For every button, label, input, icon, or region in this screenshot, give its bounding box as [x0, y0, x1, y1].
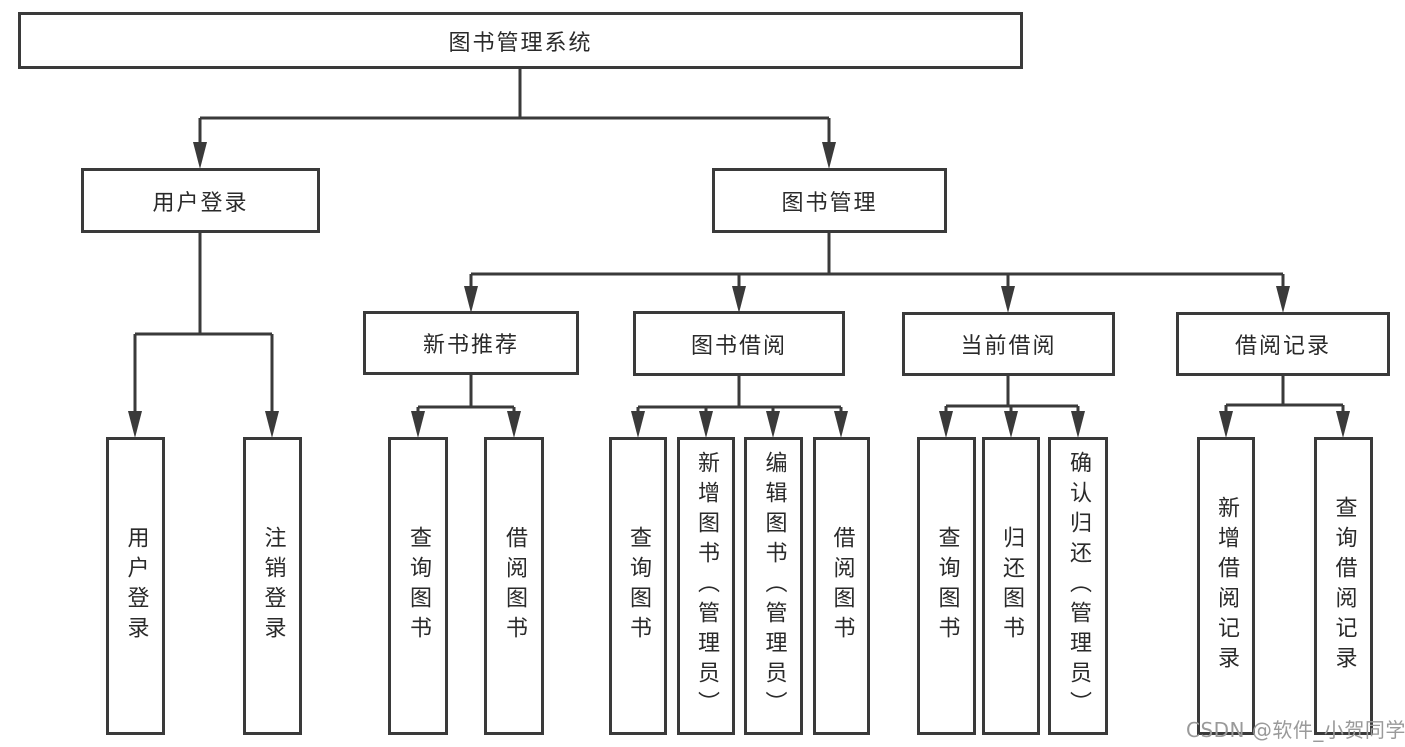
node-user-login: 用户登录	[81, 168, 320, 233]
node-label: 图书借阅	[690, 333, 787, 359]
node-label: 新增图书（管理员）	[694, 451, 719, 721]
node-label: 借阅图书	[829, 526, 855, 646]
arrowhead	[939, 411, 953, 438]
leaf-borrow-add-book-admin: 新增图书（管理员）	[677, 437, 735, 735]
leaf-newrec-query-book: 查询图书	[388, 437, 448, 735]
arrowhead	[1001, 286, 1015, 313]
arrowhead	[1336, 411, 1350, 438]
arrowhead	[1276, 286, 1290, 313]
csdn-watermark: CSDN @软件_小贺同学	[1186, 718, 1405, 742]
arrowhead	[411, 411, 425, 438]
leaf-borrow-edit-book-admin: 编辑图书（管理员）	[744, 437, 803, 735]
node-label: 借阅图书	[502, 526, 527, 646]
node-label: 查询图书	[934, 526, 960, 646]
node-label: 用户登录	[152, 190, 249, 216]
node-label: 查询借阅记录	[1331, 496, 1357, 676]
connectors-book-borrow	[631, 376, 848, 438]
node-label: 新增借阅记录	[1214, 496, 1239, 676]
connectors-borrow-records	[1219, 376, 1350, 438]
connectors-book-management	[464, 233, 1290, 313]
leaf-borrow-query-book: 查询图书	[609, 437, 667, 735]
arrowhead	[265, 411, 279, 438]
node-label: 归还图书	[999, 526, 1024, 646]
arrowhead	[464, 286, 478, 313]
node-label: 编辑图书（管理员）	[761, 451, 787, 721]
leaf-records-query-record: 查询借阅记录	[1314, 437, 1373, 735]
node-label: 查询图书	[406, 526, 431, 646]
leaf-current-query-book: 查询图书	[917, 437, 976, 735]
node-label: 注销登录	[260, 526, 286, 646]
connectors-root	[193, 69, 836, 169]
arrowhead	[822, 142, 836, 169]
node-label: 查询图书	[626, 526, 651, 646]
arrowhead	[699, 411, 713, 438]
leaf-records-add-record: 新增借阅记录	[1197, 437, 1255, 735]
arrowhead	[1071, 411, 1085, 438]
node-new-book-recommend: 新书推荐	[363, 311, 579, 375]
leaf-logout: 注销登录	[243, 437, 302, 735]
node-label: 图书管理	[781, 190, 878, 216]
node-current-borrow: 当前借阅	[902, 312, 1115, 376]
node-label: 用户登录	[123, 526, 149, 646]
node-borrow-records: 借阅记录	[1176, 312, 1390, 376]
node-book-borrow: 图书借阅	[633, 311, 845, 376]
leaf-borrow-borrow-book: 借阅图书	[813, 437, 870, 735]
node-label: 当前借阅	[960, 334, 1057, 359]
node-book-management: 图书管理	[712, 168, 947, 233]
node-label: 借阅记录	[1234, 334, 1331, 359]
connectors-new-book-recommend	[411, 375, 521, 438]
arrowhead	[1219, 411, 1233, 438]
arrowhead	[507, 411, 521, 438]
arrowhead	[631, 411, 645, 438]
leaf-user-login: 用户登录	[106, 437, 165, 735]
arrowhead	[834, 411, 848, 438]
arrowhead	[128, 411, 142, 438]
node-label: 新书推荐	[422, 333, 519, 358]
arrowhead	[732, 286, 746, 313]
node-label: 确认归还（管理员）	[1066, 451, 1091, 721]
connectors-user-login	[128, 233, 279, 438]
leaf-current-return-book: 归还图书	[982, 437, 1040, 735]
leaf-current-confirm-return-admin: 确认归还（管理员）	[1048, 437, 1108, 735]
connectors-current-borrow	[939, 376, 1085, 438]
arrowhead	[766, 411, 780, 438]
arrowhead	[1004, 411, 1018, 438]
node-label: 图书管理系统	[448, 30, 593, 56]
arrowhead	[193, 142, 207, 169]
node-library-system: 图书管理系统	[18, 12, 1023, 69]
leaf-newrec-borrow-book: 借阅图书	[484, 437, 544, 735]
